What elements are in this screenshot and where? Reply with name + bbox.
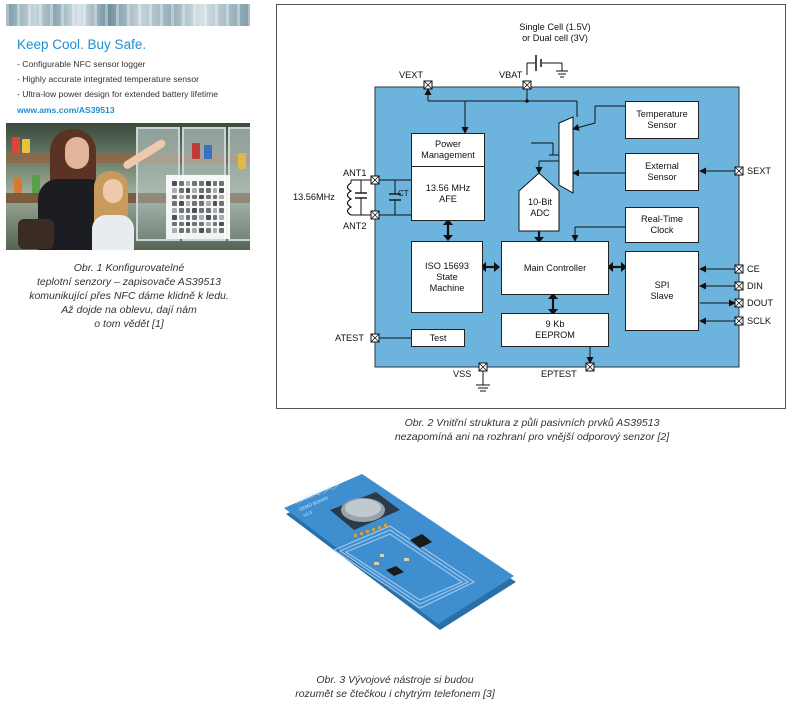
ad-bullet: - Ultra-low power design for extended ba…: [17, 89, 219, 99]
ad-image: Keep Cool. Buy Safe. - Configurable NFC …: [6, 4, 250, 250]
ant2-label: ANT2: [343, 221, 367, 231]
sclk-label: SCLK: [747, 316, 772, 326]
antenna-coil: [346, 182, 353, 216]
ad-headline: Keep Cool. Buy Safe.: [17, 37, 147, 52]
vss-label: VSS: [453, 369, 472, 379]
test-block: Test: [411, 329, 465, 347]
demo-board-image: AS39513-QF_DK_ST DEMO BOARD V1.0: [270, 470, 530, 660]
atest-label: ATEST: [335, 333, 364, 343]
vbat-label: VBAT: [499, 70, 523, 80]
ant1-label: ANT1: [343, 168, 367, 178]
figure2-caption: Obr. 2 Vnitřní struktura z půli pasivníc…: [394, 417, 670, 443]
board-chip: [410, 534, 432, 548]
eptest-label: EPTEST: [541, 369, 577, 379]
frequency-label: 13.56MHz: [293, 192, 335, 202]
ad-url: www.ams.com/AS39513: [17, 105, 115, 115]
figure1-caption: Obr. 1 Konfigurovatelné teplotní senzory…: [29, 262, 229, 330]
figure3-caption: Obr. 3 Vývojové nástroje si budou rozumě…: [295, 674, 495, 700]
sext-label: SEXT: [747, 166, 771, 176]
board-antenna: [332, 525, 476, 609]
ad-photo-shoppers: [6, 123, 250, 250]
board-chip: [386, 566, 404, 576]
adc-block: [518, 172, 560, 232]
ad-bullet-list: - Configurable NFC sensor logger - Highl…: [17, 57, 218, 102]
board-silkscreen: V1.0: [302, 510, 313, 518]
din-label: DIN: [747, 281, 763, 291]
ad-bullet: - Configurable NFC sensor logger: [17, 59, 146, 69]
ce-label: CE: [747, 264, 760, 274]
ad-header-photo-strip: [6, 4, 250, 26]
ad-bullet: - Highly accurate integrated temperature…: [17, 74, 199, 84]
vext-label: VEXT: [399, 70, 423, 80]
dout-label: DOUT: [747, 298, 774, 308]
ct-label: CT: [398, 189, 409, 198]
main-controller-block: Main Controller: [501, 241, 609, 295]
supply-label: Single Cell (1.5V) or Dual cell (3V): [519, 22, 591, 43]
ams-logo: [166, 175, 230, 239]
multiplexer: [558, 116, 574, 194]
